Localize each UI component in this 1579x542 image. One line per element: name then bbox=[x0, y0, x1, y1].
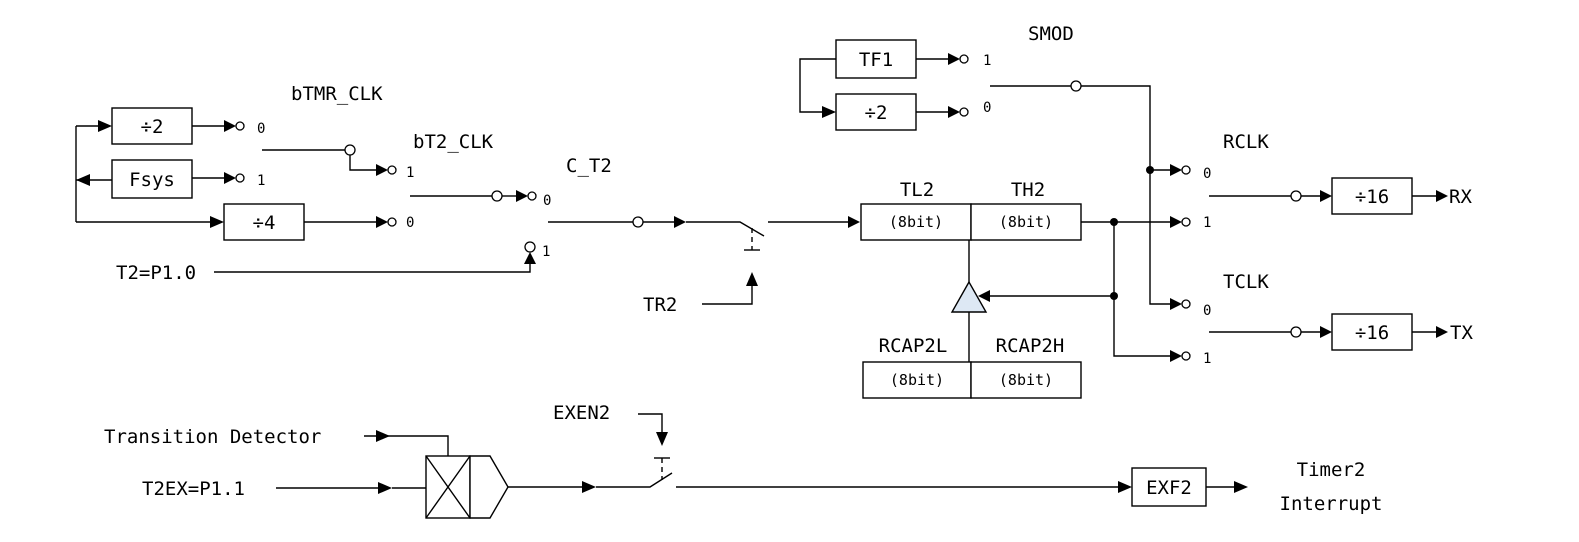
exf2-block bbox=[1131, 467, 1207, 507]
c-t2-label: C_T2 bbox=[566, 155, 612, 177]
rcap2l-width: (8bit) bbox=[890, 371, 944, 389]
th2-width: (8bit) bbox=[999, 213, 1053, 231]
external-trigger-section: Transition Detector T2EX=P1.1 EXEN2 EXF2… bbox=[104, 402, 1383, 519]
fsys-block bbox=[111, 159, 193, 199]
rclk-label: RCLK bbox=[1223, 131, 1269, 153]
fsys-label: Fsys bbox=[129, 169, 175, 191]
interrupt-output-label: Interrupt bbox=[1280, 493, 1383, 515]
smod-label: SMOD bbox=[1028, 23, 1074, 45]
rclk-pos0: 0 bbox=[1203, 166, 1211, 182]
tf1-block bbox=[835, 39, 917, 79]
divide-by-4-block bbox=[223, 203, 305, 241]
rcap2l-name: RCAP2L bbox=[879, 335, 948, 357]
rclk-switch: RCLK 0 1 ÷16 RX bbox=[1181, 131, 1472, 231]
bt2-clk-pos1: 1 bbox=[406, 165, 414, 181]
th2-register bbox=[970, 203, 1082, 241]
tx-output-label: TX bbox=[1450, 322, 1473, 344]
smod-section: SMOD TF1 ÷2 1 0 bbox=[799, 23, 1182, 310]
rcap2h-name: RCAP2H bbox=[996, 335, 1065, 357]
tr2-control: TR2 bbox=[643, 272, 758, 316]
rclk-pos1: 1 bbox=[1203, 215, 1211, 231]
btmr-clk-label: bTMR_CLK bbox=[291, 83, 383, 105]
rcap2l-register bbox=[862, 361, 972, 399]
th2-name: TH2 bbox=[1011, 179, 1045, 201]
t2-pin-label: T2=P1.0 bbox=[116, 262, 196, 284]
divide-by-16-tx-block bbox=[1331, 313, 1413, 351]
tclk-pos1: 1 bbox=[1203, 351, 1211, 367]
btmr-clk-pos1: 1 bbox=[257, 173, 265, 189]
rcap2h-width: (8bit) bbox=[999, 371, 1053, 389]
btmr-clk-switch: bTMR_CLK 1 bbox=[262, 83, 414, 181]
divide-by-16-rx-label: ÷16 bbox=[1355, 186, 1389, 208]
rx-output-label: RX bbox=[1449, 186, 1472, 208]
tclk-switch: TCLK 0 1 ÷16 TX bbox=[1181, 271, 1473, 367]
bt2-clk-pos0: 0 bbox=[406, 215, 414, 231]
timer-registers: TL2 TH2 (8bit) (8bit) RCAP2L RCAP2H (8bi… bbox=[860, 179, 1182, 399]
divide-by-16-tx-label: ÷16 bbox=[1355, 322, 1389, 344]
tr2-label: TR2 bbox=[643, 294, 677, 316]
tclk-pos0: 0 bbox=[1203, 303, 1211, 319]
tl2-name: TL2 bbox=[900, 179, 934, 201]
c-t2-pos1: 1 bbox=[542, 244, 550, 260]
t2ex-pin-label: T2EX=P1.1 bbox=[142, 478, 245, 500]
t2-pin-input: T2=P1.0 1 bbox=[116, 241, 550, 284]
clock-source-group: ÷2 Fsys ÷4 0 1 0 bbox=[75, 107, 414, 241]
rcap2h-register bbox=[970, 361, 1082, 399]
btmr-clk-pos0: 0 bbox=[257, 121, 265, 137]
timer2-output-label: Timer2 bbox=[1297, 459, 1366, 481]
transition-detector-buffer bbox=[469, 455, 509, 519]
bt2-clk-switch: bT2_CLK 0 bbox=[410, 131, 551, 209]
divide-by-4-label: ÷4 bbox=[253, 212, 276, 234]
c-t2-switch: C_T2 bbox=[548, 155, 860, 251]
divide-by-16-rx-block bbox=[1331, 177, 1413, 215]
smod-pos0: 0 bbox=[983, 100, 991, 116]
tclk-label: TCLK bbox=[1223, 271, 1269, 293]
bt2-clk-label: bT2_CLK bbox=[413, 131, 494, 153]
divide-by-2-label: ÷2 bbox=[141, 116, 164, 138]
exen2-label: EXEN2 bbox=[553, 402, 610, 424]
exf2-label: EXF2 bbox=[1146, 477, 1192, 499]
c-t2-pos0: 0 bbox=[543, 193, 551, 209]
smod-pos1: 1 bbox=[983, 53, 991, 69]
tf1-label: TF1 bbox=[859, 49, 893, 71]
divide-by-2-smod-label: ÷2 bbox=[865, 102, 888, 124]
divide-by-2-block bbox=[111, 107, 193, 145]
tl2-width: (8bit) bbox=[889, 213, 943, 231]
transition-detector-label: Transition Detector bbox=[104, 426, 321, 448]
